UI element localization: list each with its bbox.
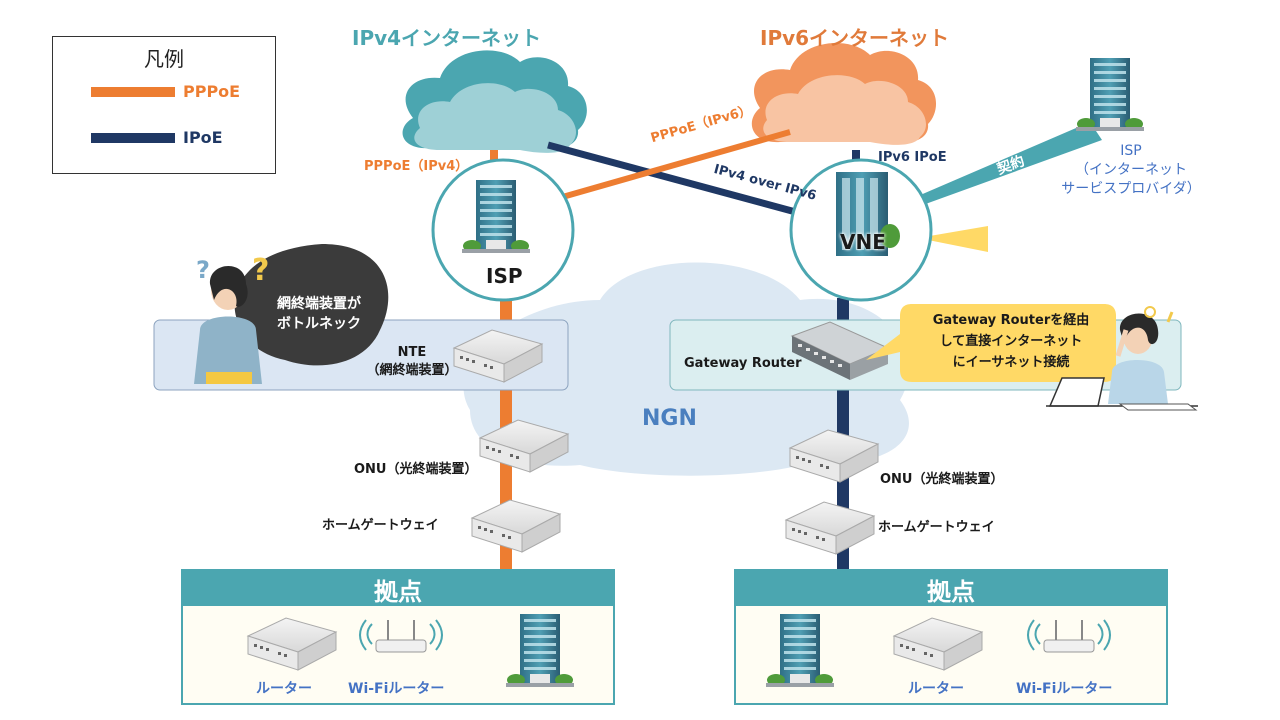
bottleneck-line-2: ボトルネック	[277, 316, 361, 332]
ipv6-internet-title: IPv6インターネット	[760, 26, 950, 50]
isp-right-label: ISP （インターネット サービスプロバイダ）	[1048, 142, 1214, 199]
gateway-callout-text: Gateway Routerを経由 して直接インターネット にイーサネット接続	[908, 310, 1114, 373]
contract-arrow	[898, 122, 1102, 216]
legend-title: 凡例	[144, 47, 184, 71]
gateway-callout	[866, 304, 1116, 382]
left-base-wifi-icon	[359, 619, 443, 653]
callout-line-2: して直接インターネット	[939, 334, 1083, 349]
left-base-header	[182, 570, 614, 606]
onu-left-label: ONU（光終端装置）	[354, 462, 478, 477]
legend-ipoe-label: IPoE	[183, 128, 223, 147]
home-gateway-left-device-icon	[471, 499, 561, 553]
nte-label-1: NTE	[397, 345, 427, 360]
label-pppoe-ipv4: PPPoE（IPv4）	[364, 159, 469, 174]
bottleneck-text: 網終端装置が ボトルネック	[258, 294, 380, 334]
legend-pppoe-swatch	[91, 87, 175, 97]
link-ipv4-over-ipv6	[547, 141, 841, 228]
bottleneck-line-1: 網終端装置が	[277, 296, 361, 312]
pleased-person-icon	[1046, 306, 1198, 411]
left-base-router-label: ルーター	[256, 681, 312, 697]
callout-line-1: Gateway Routerを経由	[932, 313, 1090, 328]
onu-right-label: ONU（光終端装置）	[880, 472, 1004, 487]
home-gateway-left-label: ホームゲートウェイ	[322, 518, 439, 533]
worried-person-icon: ? ?	[194, 253, 269, 384]
nte-label: NTE （網終端装置）	[362, 344, 462, 380]
left-base-wifi-label: Wi-Fiルーター	[348, 681, 445, 697]
isp-left-label: ISP	[486, 264, 523, 288]
gateway-router-label: Gateway Router	[684, 356, 802, 371]
nte-label-2: （網終端装置）	[366, 363, 458, 378]
home-gateway-right-device-icon	[785, 501, 875, 555]
left-base-title: 拠点	[374, 578, 422, 606]
isp-right-desc-1: （インターネット	[1075, 162, 1187, 178]
right-base-title: 拠点	[927, 578, 975, 606]
right-base-header	[735, 570, 1167, 606]
isp-right-name: ISP	[1120, 143, 1142, 159]
right-base-router-label: ルーター	[908, 681, 964, 697]
right-base-wifi-label: Wi-Fiルーター	[1016, 681, 1113, 697]
home-gateway-right-label: ホームゲートウェイ	[878, 520, 995, 535]
svg-text:?: ?	[196, 256, 210, 284]
bottleneck-bubble	[226, 244, 389, 366]
svg-text:?: ?	[252, 253, 269, 288]
callout-line-3: にイーサネット接続	[952, 355, 1070, 370]
vne-beam	[918, 226, 988, 252]
isp-right-building-icon	[1076, 58, 1144, 131]
legend: 凡例 PPPoE IPoE	[52, 36, 276, 174]
right-base-wifi-icon	[1027, 619, 1111, 653]
ipv4-internet-title: IPv4インターネット	[352, 26, 542, 50]
isp-right-desc-2: サービスプロバイダ）	[1061, 181, 1201, 197]
label-ipv6-ipoe: IPv6 IPoE	[878, 150, 947, 165]
vne-label: VNE	[840, 230, 886, 254]
legend-pppoe-label: PPPoE	[183, 82, 241, 101]
legend-ipoe-swatch	[91, 133, 175, 143]
ngn-title: NGN	[642, 406, 697, 431]
